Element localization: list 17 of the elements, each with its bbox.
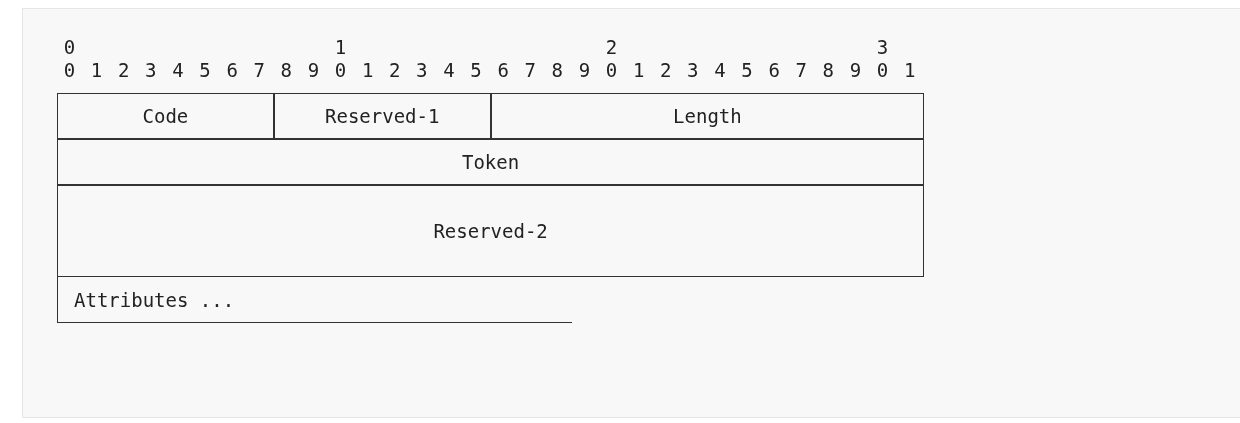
field-box [57,139,925,185]
bit-decade-number: 1 [334,35,349,59]
bit-number-row: 0 1 2 3 4 5 6 7 8 9 0 1 2 3 4 5 6 7 8 9 0 1 2 3 4 5 6 7 8 9 0 1 [63,58,918,82]
field-box [57,185,925,277]
field-name: Attributes ... [74,288,235,311]
field-name: Reserved-2 [433,220,548,242]
field-name: Length [673,105,742,127]
field-name: Code [142,105,189,127]
field-box [273,93,491,139]
bit-decade-number: 0 [63,35,78,59]
bit-decade-number: 3 [876,35,891,59]
field-name: Token [462,151,520,173]
field-name: Reserved-1 [325,105,440,127]
field-box [490,93,925,139]
bit-decade-number: 2 [605,35,620,59]
field-box [57,277,572,323]
field-box [57,93,274,139]
